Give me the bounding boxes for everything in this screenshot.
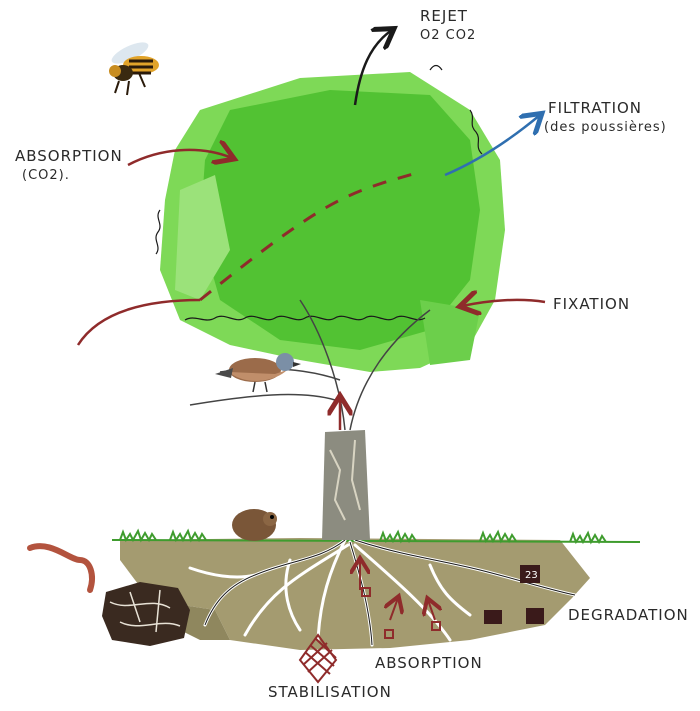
tree-canopy	[160, 72, 505, 372]
filtration-detail-label: (des poussières)	[544, 120, 667, 136]
absorption-co2-label: ABSORPTION	[15, 148, 123, 164]
bird-icon	[215, 353, 301, 392]
root-absorption-label: ABSORPTION	[375, 655, 483, 671]
filtration-label: FILTRATION	[548, 100, 642, 116]
stabilisation-label: STABILISATION	[268, 684, 392, 700]
tree-trunk	[322, 430, 370, 540]
absorption-co2-detail-label: (CO2).	[22, 168, 70, 184]
rejet-gases-label: O2 CO2	[420, 28, 476, 44]
rejet-label: REJET	[420, 8, 468, 24]
vole-icon	[232, 509, 277, 541]
earthworm-icon	[30, 546, 92, 590]
grass-line	[112, 531, 640, 542]
wasp-icon	[109, 38, 159, 95]
soil-clump-icon	[102, 582, 190, 646]
degradation-label: DEGRADATION	[568, 607, 689, 623]
svg-text:23: 23	[525, 570, 538, 581]
fixation-label: FIXATION	[553, 296, 630, 312]
